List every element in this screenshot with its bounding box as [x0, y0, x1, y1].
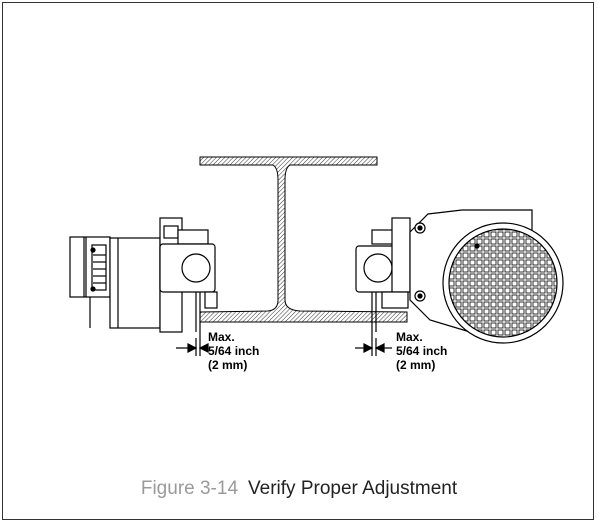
- left-gap-dimension: [176, 338, 209, 356]
- right-gap-dimension: [355, 338, 392, 356]
- figure-frame: [2, 2, 594, 520]
- figure-caption: Figure 3-14 Verify Proper Adjustment: [0, 478, 598, 500]
- left-callout-line3: (2 mm): [208, 358, 248, 372]
- figure-number: Figure 3-14: [140, 478, 239, 499]
- left-trolley: [69, 217, 218, 338]
- left-callout-line1: Max.: [208, 330, 235, 344]
- left-gap-callout: Max. 5/64 inch (2 mm): [208, 330, 259, 372]
- figure-title: Verify Proper Adjustment: [248, 478, 458, 499]
- right-gap-callout: Max. 5/64 inch (2 mm): [396, 330, 447, 372]
- right-callout-line2: 5/64 inch: [396, 344, 448, 358]
- i-beam: [199, 156, 408, 323]
- right-trolley: [355, 209, 564, 344]
- left-callout-line2: 5/64 inch: [208, 344, 260, 358]
- right-callout-line3: (2 mm): [396, 358, 436, 372]
- right-callout-line1: Max.: [396, 330, 423, 344]
